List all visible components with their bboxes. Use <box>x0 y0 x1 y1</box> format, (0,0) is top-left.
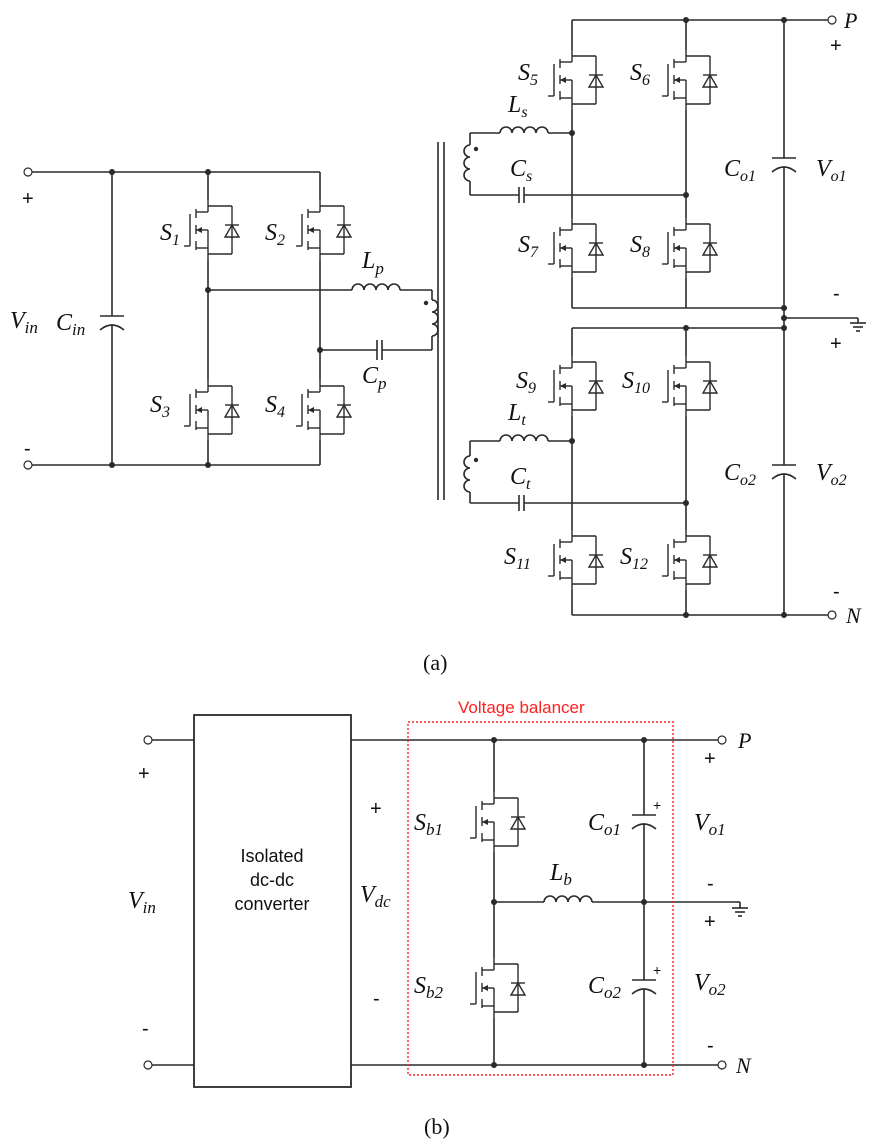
switch-sb2 <box>469 957 526 1019</box>
vin-neg-terminal <box>23 460 33 470</box>
cin-label: Cin <box>56 310 85 339</box>
terminal-p-a <box>827 15 837 25</box>
s5-label: S5 <box>518 60 538 89</box>
co2-plus-marker: + <box>653 962 661 978</box>
n-label-b: N <box>735 1053 752 1078</box>
transformer-primary <box>431 299 439 337</box>
ls-label: Ls <box>507 92 528 121</box>
figure-a: + - Vin Cin S1 S2 S3 S4 Lp Cp Ls Cs S5 S… <box>10 8 866 675</box>
co2-label-b: Co2 <box>588 973 622 1002</box>
sb2-label: Sb2 <box>414 973 444 1002</box>
vin-label-b: Vin <box>128 888 156 917</box>
co1-label: Co1 <box>724 156 756 185</box>
switch-s1 <box>183 199 240 261</box>
vin-plus-sign-b: + <box>138 763 150 785</box>
s10-label: S10 <box>622 368 650 397</box>
vin-label: Vin <box>10 308 38 337</box>
vo2-plus-sign-b: + <box>704 911 716 933</box>
switch-s9 <box>547 355 604 417</box>
switch-s5 <box>547 49 604 111</box>
vo1-plus-sign-b: + <box>704 748 716 770</box>
vo2-label-b: Vo2 <box>694 970 726 999</box>
voltage-balancer-title: Voltage balancer <box>458 698 585 717</box>
vdc-minus-sign: - <box>373 988 380 1010</box>
upper-secondary <box>463 126 689 203</box>
vo1-minus-sign-b: - <box>707 873 714 895</box>
switch-s7 <box>547 217 604 279</box>
vo1-plus-sign: + <box>830 35 842 57</box>
n-label-a: N <box>845 603 862 628</box>
box-line-1: Isolated <box>240 846 303 866</box>
switch-s4 <box>295 379 352 441</box>
vo2-minus-sign-b: - <box>707 1035 714 1057</box>
s1-label: S1 <box>160 220 180 249</box>
p-label-a: P <box>843 8 857 33</box>
vdc-label: Vdc <box>360 882 391 911</box>
s7-label: S7 <box>518 232 539 261</box>
vo2-plus-sign: + <box>830 333 842 355</box>
vo1-label: Vo1 <box>816 156 847 185</box>
inductor-lb <box>543 895 593 903</box>
lp-label: Lp <box>361 248 384 278</box>
s2-label: S2 <box>265 220 285 249</box>
vin-pos-terminal-b <box>143 735 153 745</box>
inductor-lp <box>351 283 401 291</box>
terminal-n-b <box>717 1060 727 1070</box>
figure-b: Isolated dc-dc converter <box>128 698 752 1139</box>
s8-label: S8 <box>630 232 650 261</box>
caption-b: (b) <box>424 1114 450 1139</box>
vin-minus-sign: - <box>24 438 31 460</box>
voltage-balancer-region <box>407 721 674 1076</box>
vin-pos-terminal <box>23 167 33 177</box>
vdc-plus-sign: + <box>370 798 382 820</box>
lower-secondary <box>463 434 689 511</box>
vo2-label: Vo2 <box>816 460 847 489</box>
switch-s8 <box>661 217 718 279</box>
lb-label: Lb <box>549 860 572 889</box>
vo1-minus-sign: - <box>833 283 840 305</box>
switch-s10 <box>661 355 718 417</box>
switch-s12 <box>661 529 718 591</box>
lt-label: Lt <box>507 400 526 429</box>
box-line-3: converter <box>234 894 309 914</box>
isolated-dcdc-converter-block <box>193 714 352 1088</box>
vin-neg-terminal-b <box>143 1060 153 1070</box>
p-label-b: P <box>737 728 751 753</box>
inductor-ls <box>499 126 549 134</box>
s3-label: S3 <box>150 392 170 421</box>
sb1-label: Sb1 <box>414 810 443 839</box>
inductor-lt <box>499 434 549 442</box>
co1-label-b: Co1 <box>588 810 621 839</box>
s11-label: S11 <box>504 544 531 573</box>
input-capacitor <box>99 172 125 465</box>
vin-minus-sign-b: - <box>142 1018 149 1040</box>
switch-s6 <box>661 49 718 111</box>
co2-label: Co2 <box>724 460 756 489</box>
s4-label: S4 <box>265 392 285 421</box>
s9-label: S9 <box>516 368 536 397</box>
ct-label: Ct <box>510 464 531 493</box>
switch-s11 <box>547 529 604 591</box>
box-line-2: dc-dc <box>250 870 294 890</box>
cp-label: Cp <box>362 363 387 393</box>
cs-label: Cs <box>510 156 532 185</box>
switch-sb1 <box>469 791 526 853</box>
switch-s2 <box>295 199 352 261</box>
vin-plus-sign: + <box>22 188 34 210</box>
vo2-minus-sign: - <box>833 581 840 603</box>
terminal-p-b <box>717 735 727 745</box>
switch-s3 <box>183 379 240 441</box>
caption-a: (a) <box>423 650 447 675</box>
co1-plus-marker: + <box>653 797 661 813</box>
vo1-label-b: Vo1 <box>694 810 726 839</box>
terminal-n-a <box>827 610 837 620</box>
s6-label: S6 <box>630 60 650 89</box>
s12-label: S12 <box>620 544 648 573</box>
